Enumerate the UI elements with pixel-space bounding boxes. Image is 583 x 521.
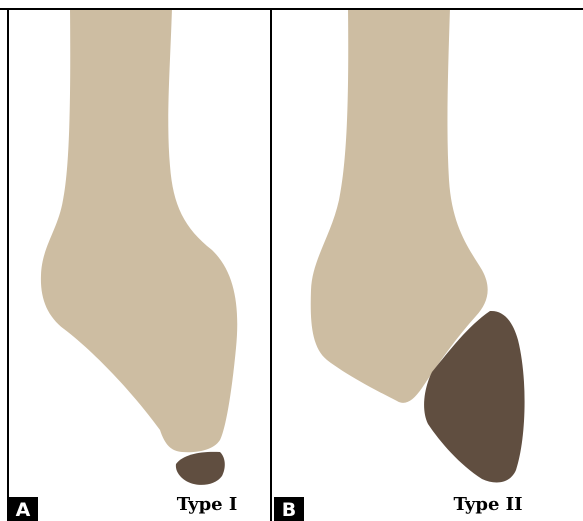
panel-b-letter: B (282, 499, 296, 521)
panel-a-letter: A (16, 499, 31, 521)
panel-a-type-label: Type I (177, 494, 238, 515)
panel-b-type-label: Type II (453, 494, 522, 515)
